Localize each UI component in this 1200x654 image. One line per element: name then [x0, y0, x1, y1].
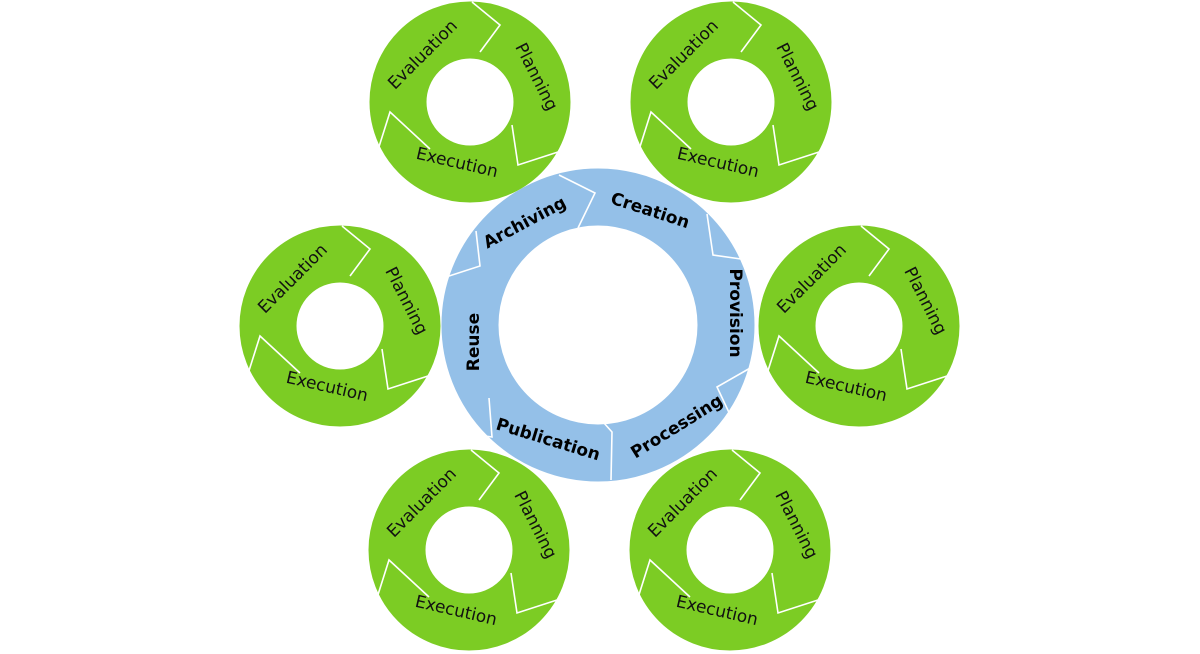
sub-cycle: Planning Execution Evaluation	[239, 225, 441, 427]
sub-cycle-separators	[636, 449, 819, 615]
main-stage-provision: Provision	[725, 268, 745, 357]
sub-cycle-separators	[765, 225, 948, 391]
main-cycle-separators	[445, 174, 753, 481]
sub-cycle: Planning Execution Evaluation	[368, 449, 570, 651]
main-cycle: Creation Provision Processing Publicatio…	[441, 168, 755, 482]
sub-cycle-separators	[376, 1, 559, 167]
main-stage-reuse: Reuse	[464, 313, 484, 371]
sub-cycle-ring	[368, 449, 570, 651]
sub-cycle: Planning Execution Evaluation	[369, 1, 571, 203]
sub-cycle-ring	[369, 1, 571, 203]
sub-cycle: Planning Execution Evaluation	[629, 449, 831, 651]
sub-cycle-separators	[637, 1, 820, 167]
sub-cycle: Planning Execution Evaluation	[758, 225, 960, 427]
sub-cycle: Planning Execution Evaluation	[630, 1, 832, 203]
sub-cycle-ring	[758, 225, 960, 427]
sub-cycle-ring	[629, 449, 831, 651]
sub-cycle-separators	[246, 225, 429, 391]
sub-cycle-separators	[375, 449, 558, 615]
sub-cycle-ring	[239, 225, 441, 427]
main-cycle-ring	[441, 168, 755, 482]
sub-cycle-ring	[630, 1, 832, 203]
